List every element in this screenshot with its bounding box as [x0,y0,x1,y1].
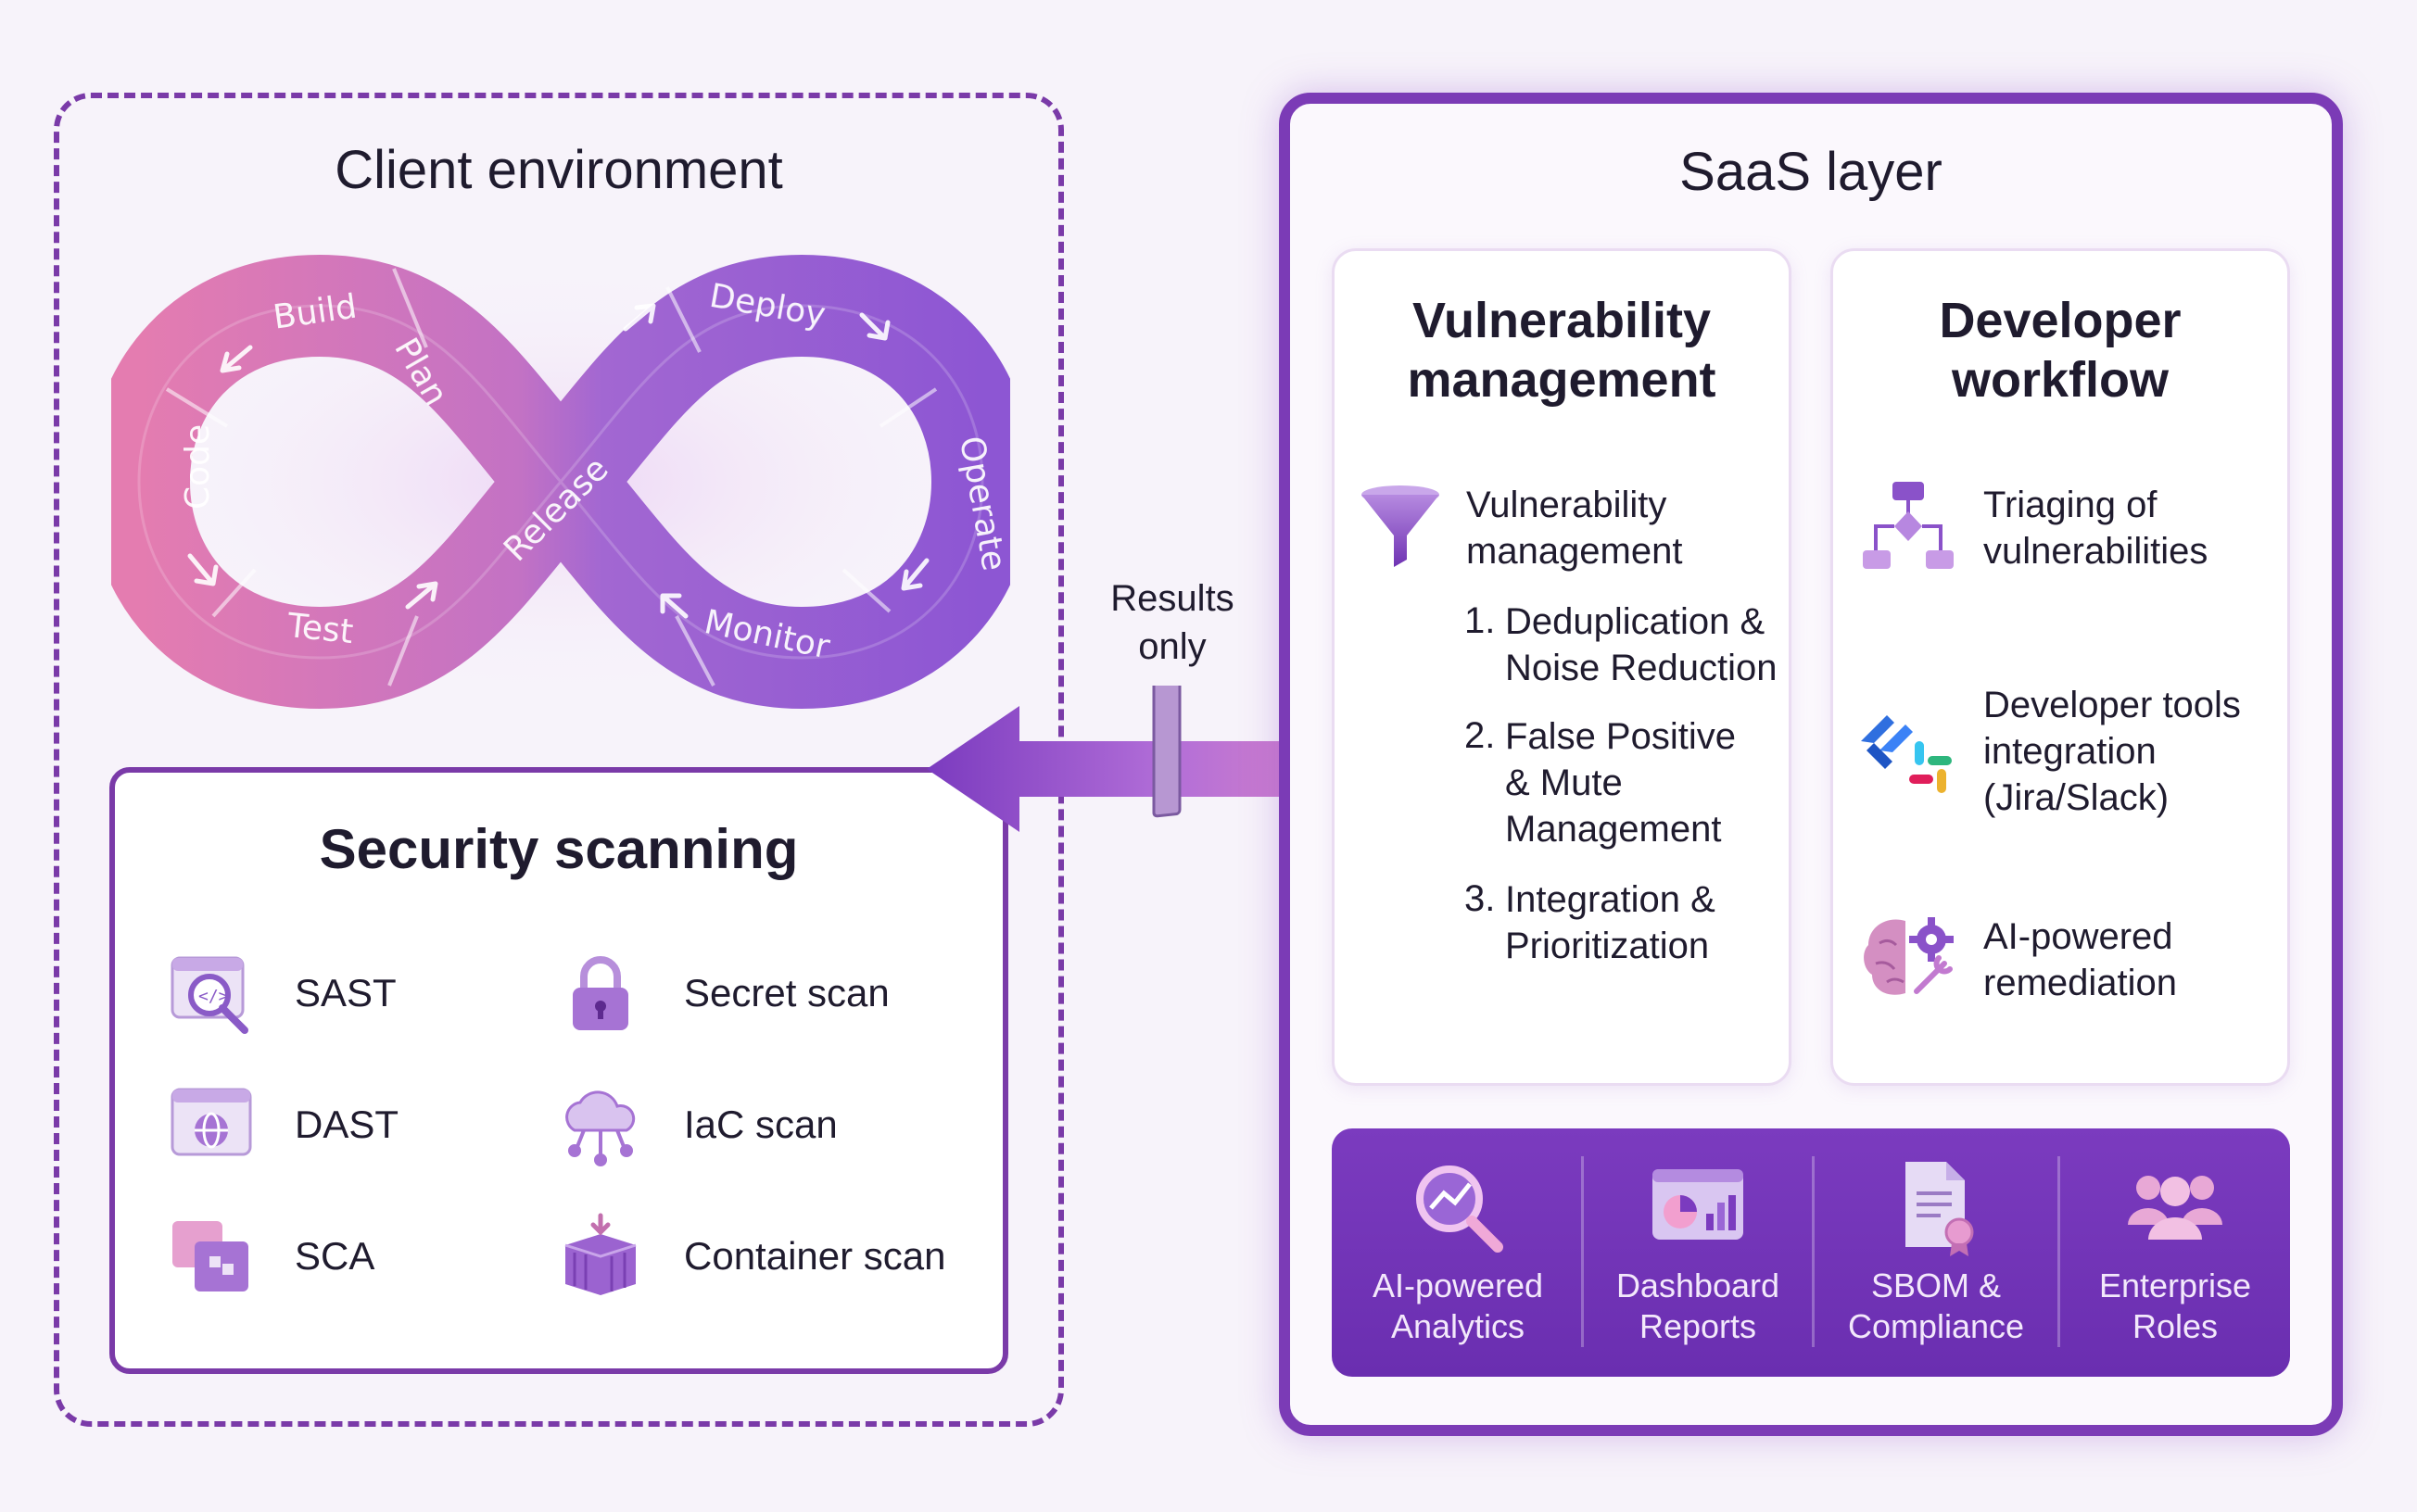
sbom-line1: SBOM & [1870,1266,2002,1304]
saas-feature-bar [1332,1128,2290,1377]
loop-label-code: Code [179,424,217,510]
feature-enterprise-roles: Enterprise Roles [2060,1128,2290,1377]
feature-dashboard-label: Dashboard Reports [1584,1266,1812,1347]
lock-icon [573,956,628,1030]
components-icon [172,1221,248,1292]
step-2-line2: & Mute [1505,762,1623,803]
feature-roles-label: Enterprise Roles [2060,1266,2290,1347]
step-2-number: 2. [1464,715,1496,756]
ai-remediation-line2: remediation [1983,963,2178,1003]
step-1-text: Deduplication & Noise Reduction [1505,598,1778,691]
dev-item-ai: AI-powered remediation [1983,914,2177,1006]
step-2-line1: False Positive [1505,716,1736,757]
results-label-line2: only [1138,626,1207,667]
bidirectional-arrow [927,686,1409,832]
ai-remediation-line1: AI-powered [1983,916,2173,957]
vulnerability-card-title: Vulnerability management [1332,291,1791,410]
devops-infinity-loop: Build Plan Code Test Release Deploy Oper… [111,255,1010,709]
scan-label-sast: SAST [295,971,397,1014]
feature-ai-analytics-label: AI-powered Analytics [1335,1266,1581,1347]
dashboard-line1: Dashboard [1615,1266,1780,1304]
scan-item-dast: DAST [167,1080,399,1169]
client-environment-title: Client environment [335,140,783,200]
infinity-band [111,255,1010,709]
feature-ai-analytics: AI-powered Analytics [1335,1128,1581,1377]
feature-dashboard-reports: Dashboard Reports [1584,1128,1812,1377]
document-badge-icon [1905,1162,1974,1256]
bar-divider [2057,1156,2060,1347]
results-only-label: Results only [1080,574,1265,671]
container-icon [564,1213,637,1295]
jira-slack-icon [1861,715,1952,793]
globe-window-icon [171,1088,252,1156]
step-1-number: 1. [1464,600,1496,641]
dev-title-line2: workflow [1951,352,2169,408]
triaging-line2: vulnerabilities [1983,531,2208,572]
bar-divider [1581,1156,1584,1347]
roles-line1: Enterprise [2098,1266,2252,1304]
dev-item-tools: Developer tools integration (Jira/Slack) [1983,682,2241,821]
bar-divider [1812,1156,1815,1347]
developer-workflow-card [1830,248,2290,1086]
ai-analytics-line1: AI-powered [1372,1266,1544,1304]
scan-item-sast: </> SAST [167,949,397,1038]
dashboard-line2: Reports [1639,1307,1757,1345]
tools-line1: Developer tools [1983,685,2241,725]
analytics-magnifier-icon [1416,1166,1503,1253]
step-3-text: Integration & Prioritization [1505,876,1715,969]
sbom-line2: Compliance [1847,1307,2025,1345]
saas-layer-title: SaaS layer [1679,142,1942,202]
users-group-icon [2128,1176,2222,1240]
step-3-number: 3. [1464,878,1496,919]
ai-brain-gear-icon [1864,917,1954,995]
scan-label-iac: IaC scan [684,1102,838,1146]
scan-item-iac: IaC scan [556,1080,838,1169]
filter-gate [1152,686,1182,818]
vuln-intro-line1: Vulnerability [1466,485,1667,525]
vuln-intro-line2: management [1466,531,1683,572]
svg-text:</>: </> [198,987,229,1006]
scan-item-secret: Secret scan [556,949,890,1038]
vuln-title-line2: management [1407,352,1716,408]
scan-label-sca: SCA [295,1234,375,1278]
developer-card-title: Developer workflow [1830,291,2290,410]
dev-title-line1: Developer [1939,293,2182,348]
security-scanning-title: Security scanning [319,818,799,880]
tools-line2: integration [1983,731,2157,772]
security-scanning-panel [109,767,1008,1374]
scan-item-container: Container scan [556,1212,946,1301]
dev-item-triaging: Triaging of vulnerabilities [1983,482,2208,574]
scan-label-secret: Secret scan [684,971,890,1014]
vulnerability-management-card [1332,248,1791,1086]
step-2-text: False Positive & Mute Management [1505,713,1736,852]
scan-item-sca: SCA [167,1212,374,1301]
code-search-icon: </> [171,956,248,1034]
tools-line3: (Jira/Slack) [1983,777,2170,818]
vuln-title-line1: Vulnerability [1411,293,1712,348]
step-1-line1: Deduplication & [1505,601,1765,642]
loop-label-test: Test [285,607,355,651]
vuln-intro-text: Vulnerability management [1466,482,1682,574]
funnel-icon [1361,485,1439,567]
feature-sbom-compliance: SBOM & Compliance [1815,1128,2057,1377]
flowchart-icon [1863,482,1954,569]
ai-analytics-line2: Analytics [1390,1307,1525,1345]
step-3-line1: Integration & [1505,879,1715,920]
results-label-line1: Results [1110,578,1234,619]
step-2-line3: Management [1505,809,1722,850]
cloud-network-icon [565,1090,636,1166]
step-1-line2: Noise Reduction [1505,648,1778,688]
dashboard-icon [1652,1169,1743,1240]
triaging-line1: Triaging of [1983,485,2158,525]
step-3-line2: Prioritization [1505,926,1710,966]
roles-line2: Roles [2132,1307,2219,1345]
scan-label-dast: DAST [295,1102,399,1146]
scan-label-container: Container scan [684,1234,946,1278]
feature-sbom-label: SBOM & Compliance [1815,1266,2057,1347]
